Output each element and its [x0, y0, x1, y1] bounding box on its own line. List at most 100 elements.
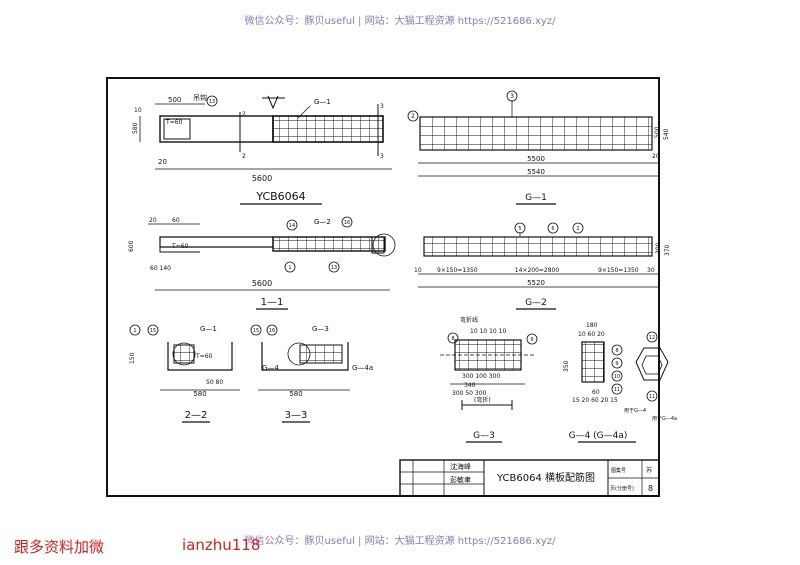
title-section-3-3: 3—3: [285, 410, 308, 421]
callout-13-s1: 13: [331, 265, 337, 271]
callout-2-g1: 2: [411, 113, 415, 120]
callout-10: 10: [614, 374, 620, 380]
atlas-label: 图集号: [611, 467, 626, 474]
note-g4: 用于G—4: [624, 408, 646, 414]
title-block: 沈海峰 彭敏聿 YCB6064 横板配筋图 图集号 苏 页(分册号) 8: [399, 459, 660, 497]
callout-3-g1: 3: [510, 93, 514, 100]
dim-g1-5540: 5540: [527, 168, 545, 176]
title-g4: G—4 (G—4a): [569, 431, 628, 441]
callout-11-b: 11: [649, 394, 655, 400]
dim-s1-60-140: 60 140: [150, 265, 171, 272]
label-lifting-hook: 吊钩: [193, 93, 207, 102]
dim-plan-20: 20: [158, 158, 167, 166]
g4-view: 180 10 60 20 350 60 15 20 60 20 15 12 8 …: [563, 322, 677, 443]
dim-s2-580: 580: [193, 390, 206, 398]
dim-g3-mid: 300 100 300: [462, 373, 500, 380]
dim-s2-50-80: 50 80: [206, 379, 223, 386]
callout-9-g4: 9: [615, 361, 618, 367]
callout-5: 5: [518, 226, 521, 232]
dim-s1-length: 5600: [252, 279, 272, 288]
callout-1-s1: 1: [288, 265, 291, 271]
footer-ad-right: ianzhu118: [182, 536, 261, 554]
section-mark-3-bottom: 3: [380, 153, 384, 160]
dim-g4-350: 350: [563, 360, 570, 372]
dim-g1-540: 540: [663, 128, 670, 140]
dim-s1-20: 20: [149, 217, 157, 224]
section-mark-2-bottom: 2: [242, 153, 246, 160]
callout-16: 16: [344, 220, 350, 226]
callout-12: 12: [649, 335, 655, 341]
checker-signature: 彭敏聿: [450, 475, 471, 484]
callout-15-s2: 15: [150, 328, 156, 334]
dim-s3-580: 580: [289, 390, 302, 398]
title-g1: G—1: [525, 193, 547, 203]
dim-g2-5520: 5520: [527, 279, 545, 287]
drawing-title: YCB6064 横板配筋图: [496, 471, 595, 484]
watermark-bottom: 微信公众号：豚贝useful | 网站：大猫工程资源 https://52168…: [244, 536, 556, 547]
section-3-3-view: 580 G—3 G—4 G—4a 15 16 3—3: [250, 324, 373, 423]
dim-plan-500: 500: [168, 96, 181, 104]
section-1-1-view: 5600 20 60 600 60 140 T=60 G—2 14 16 1 1…: [128, 216, 396, 310]
title-g2: G—2: [525, 298, 547, 308]
label-t60: T=60: [165, 119, 183, 126]
dim-g2-10: 10: [414, 267, 422, 274]
dim-s2-150: 150: [129, 352, 136, 364]
page-number: 8: [648, 484, 653, 493]
callout-9: 9: [530, 337, 533, 343]
label-g4-s3: G—4: [262, 364, 279, 372]
g3-view: 弯折线 10 10 10 10 300 100 300 340 300 50 3…: [440, 316, 538, 443]
dim-g4-60: 60: [592, 389, 600, 396]
callout-16-s3: 16: [269, 328, 275, 334]
dim-g4-10-60-20: 10 60 20: [578, 331, 605, 338]
title-g3: G—3: [473, 431, 495, 441]
watermark-top: 微信公众号：豚贝useful | 网站：大猫工程资源 https://52168…: [244, 16, 556, 27]
dim-g4-180: 180: [586, 322, 598, 329]
callout-6: 6: [551, 226, 554, 232]
callout-13-plan: 13: [209, 99, 215, 105]
dim-plan-length: 5600: [252, 174, 272, 183]
callout-1-s2: 1: [133, 328, 136, 334]
callout-8-g4: 8: [615, 348, 618, 354]
dim-g2-b: 14×200=2800: [515, 267, 560, 274]
atlas-number: 苏: [646, 466, 652, 474]
callout-15-s3: 15: [253, 328, 259, 334]
dim-g2-30: 30: [647, 267, 655, 274]
callout-2-g2: 2: [576, 226, 579, 232]
section-2-2-view: 580 150 50 80 G—1 T=60 1 15 2—2: [129, 324, 240, 423]
label-g1-tag: G—1: [314, 98, 331, 106]
title-section-2-2: 2—2: [185, 410, 208, 421]
label-g3-note: (弯折): [474, 396, 491, 404]
dim-g2-370: 370: [664, 244, 671, 256]
designer-signature: 沈海峰: [450, 462, 471, 471]
dim-g1-5500: 5500: [527, 155, 545, 163]
dim-g3-300: 300 50 300: [452, 390, 487, 397]
dim-s1-60: 60: [172, 217, 180, 224]
label-g1-s2: G—1: [200, 325, 217, 333]
dim-plan-580: 580: [132, 122, 139, 134]
label-g3-s3: G—3: [312, 325, 329, 333]
label-g2-tag: G—2: [314, 218, 331, 226]
dim-g4-15: 15 20 60 20 15: [572, 397, 618, 404]
dim-g3-top: 10 10 10 10: [470, 328, 506, 335]
plan-view: 5600 500 10 580 20 T=60 吊钩 G—1 2 2 3 3 1…: [132, 93, 392, 205]
label-g4a-s3: G—4a: [352, 364, 373, 372]
dim-g1-20: 20: [652, 153, 660, 160]
callout-11: 11: [614, 387, 620, 393]
label-t60-s2: T=60: [195, 353, 213, 360]
label-fold-line: 弯折线: [460, 316, 478, 324]
page-label: 页(分册号): [610, 485, 634, 492]
dim-g3-340: 340: [464, 382, 476, 389]
dim-plan-10: 10: [134, 107, 142, 114]
section-mark-2-top: 2: [242, 111, 246, 118]
dim-s1-600: 600: [128, 240, 135, 252]
dim-g2-300: 300: [655, 242, 662, 254]
dim-g2-c: 9×150=1350: [598, 267, 639, 274]
footer-ad-left: 跟多资料加微: [14, 538, 105, 556]
dim-g1-500: 500: [654, 126, 661, 138]
title-plan: YCB6064: [255, 190, 305, 203]
g1-view: 3 2 5500 5540 500 540 20 G—1: [407, 90, 670, 205]
callout-8: 8: [451, 336, 454, 342]
label-t60-section: T=60: [171, 243, 189, 250]
dim-g2-a: 9×150=1350: [437, 267, 478, 274]
